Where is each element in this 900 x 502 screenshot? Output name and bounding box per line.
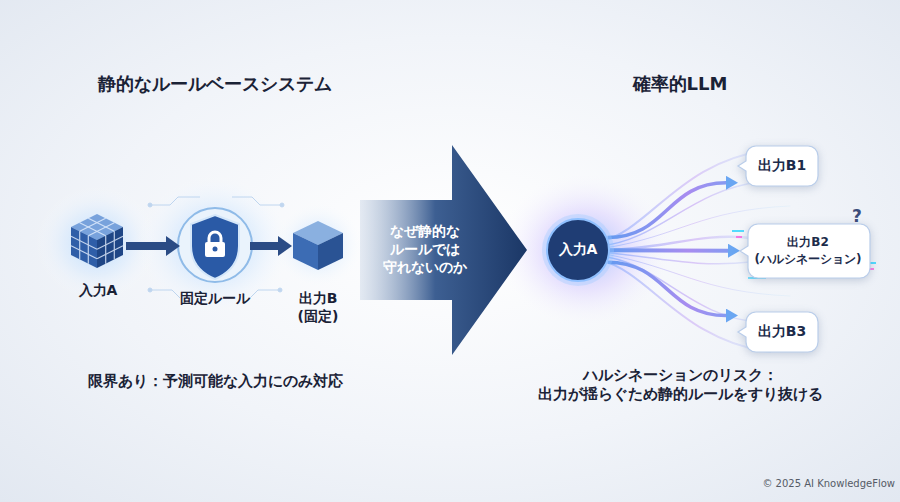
- stream-wisp: [600, 256, 760, 322]
- hallucination-bubble: 出力B2 (ハルシネーション): [740, 224, 870, 278]
- output-bubble: 出力B1: [738, 146, 818, 186]
- node-text: 入力A: [79, 282, 118, 300]
- circuit-line: [150, 197, 200, 205]
- circuit-dot: [280, 203, 284, 207]
- keyhole: [213, 247, 218, 252]
- stream-wisp: [602, 237, 750, 250]
- node-text: 出力B1: [758, 157, 806, 175]
- cube-face: [293, 233, 318, 270]
- glitch-bar: [736, 236, 742, 238]
- node-text: 固定ルール: [180, 290, 250, 308]
- stream-wisp: [600, 260, 770, 352]
- output-cube-icon: [293, 221, 343, 270]
- arrow-shape: [360, 145, 527, 355]
- node-text: 出力B (固定): [278, 290, 358, 326]
- flow-arrow: [610, 248, 728, 253]
- circle-halo: [542, 214, 614, 286]
- circuit-line: [250, 290, 280, 298]
- output-bubble: 出力B3: [738, 312, 818, 352]
- flow-arrow: [608, 262, 726, 315]
- stream-wisp: [600, 182, 760, 246]
- node-text: 出力B2 (ハルシネーション): [748, 234, 868, 268]
- question-mark: ?: [847, 206, 867, 226]
- cube-face: [318, 233, 343, 270]
- circle-shape: [547, 219, 609, 281]
- copyright-note: © 2025 AI KnowledgeFlow: [745, 478, 895, 489]
- section-heading: 確率的LLM: [530, 72, 830, 96]
- flow-arrow: [250, 242, 278, 250]
- glow: [135, 173, 295, 317]
- caption-note: ハルシネーションのリスク： 出力が揺らぐため静的ルールをすり抜ける: [515, 366, 845, 404]
- shield-icon: [178, 208, 252, 282]
- circuit-dot: [148, 288, 152, 292]
- input-circle: 入力A: [546, 218, 610, 282]
- circuit-dot: [148, 203, 152, 207]
- section-heading: 静的なルールベースシステム: [35, 72, 395, 96]
- transition-arrow: なぜ静的な ルールでは 守れないのか: [360, 145, 527, 355]
- bubble-shape: [740, 224, 870, 278]
- lock-body: [205, 242, 225, 257]
- glow: [272, 201, 364, 289]
- node-text: 出力B3: [758, 323, 806, 341]
- hallucination-bubble-outline: [740, 224, 870, 278]
- node-text: なぜ静的な ルールでは 守れないのか: [377, 223, 473, 277]
- circuit-lines: [148, 197, 284, 298]
- bubble-shape: [738, 312, 818, 352]
- shield: [191, 215, 239, 279]
- glitch-bar: [732, 230, 744, 232]
- circuit-line: [232, 197, 282, 205]
- circuit-line: [150, 290, 180, 298]
- input-cube: 入力A: [70, 218, 126, 274]
- flow-arrow: [608, 183, 726, 238]
- node-text: 入力A: [559, 241, 598, 259]
- caption-note: 限界あり：予測可能な入力にのみ対応: [25, 372, 405, 391]
- flow-arrow: [126, 242, 166, 250]
- bubble-shape: [738, 146, 818, 186]
- circuit-dot: [278, 288, 282, 292]
- shield-ring: [178, 208, 252, 282]
- cube-grid: [71, 218, 123, 263]
- output-cube: 出力B (固定): [292, 220, 344, 272]
- input-cube-icon: [71, 214, 123, 268]
- rule-shield: 固定ルール: [180, 210, 250, 282]
- lock-shackle: [209, 232, 221, 243]
